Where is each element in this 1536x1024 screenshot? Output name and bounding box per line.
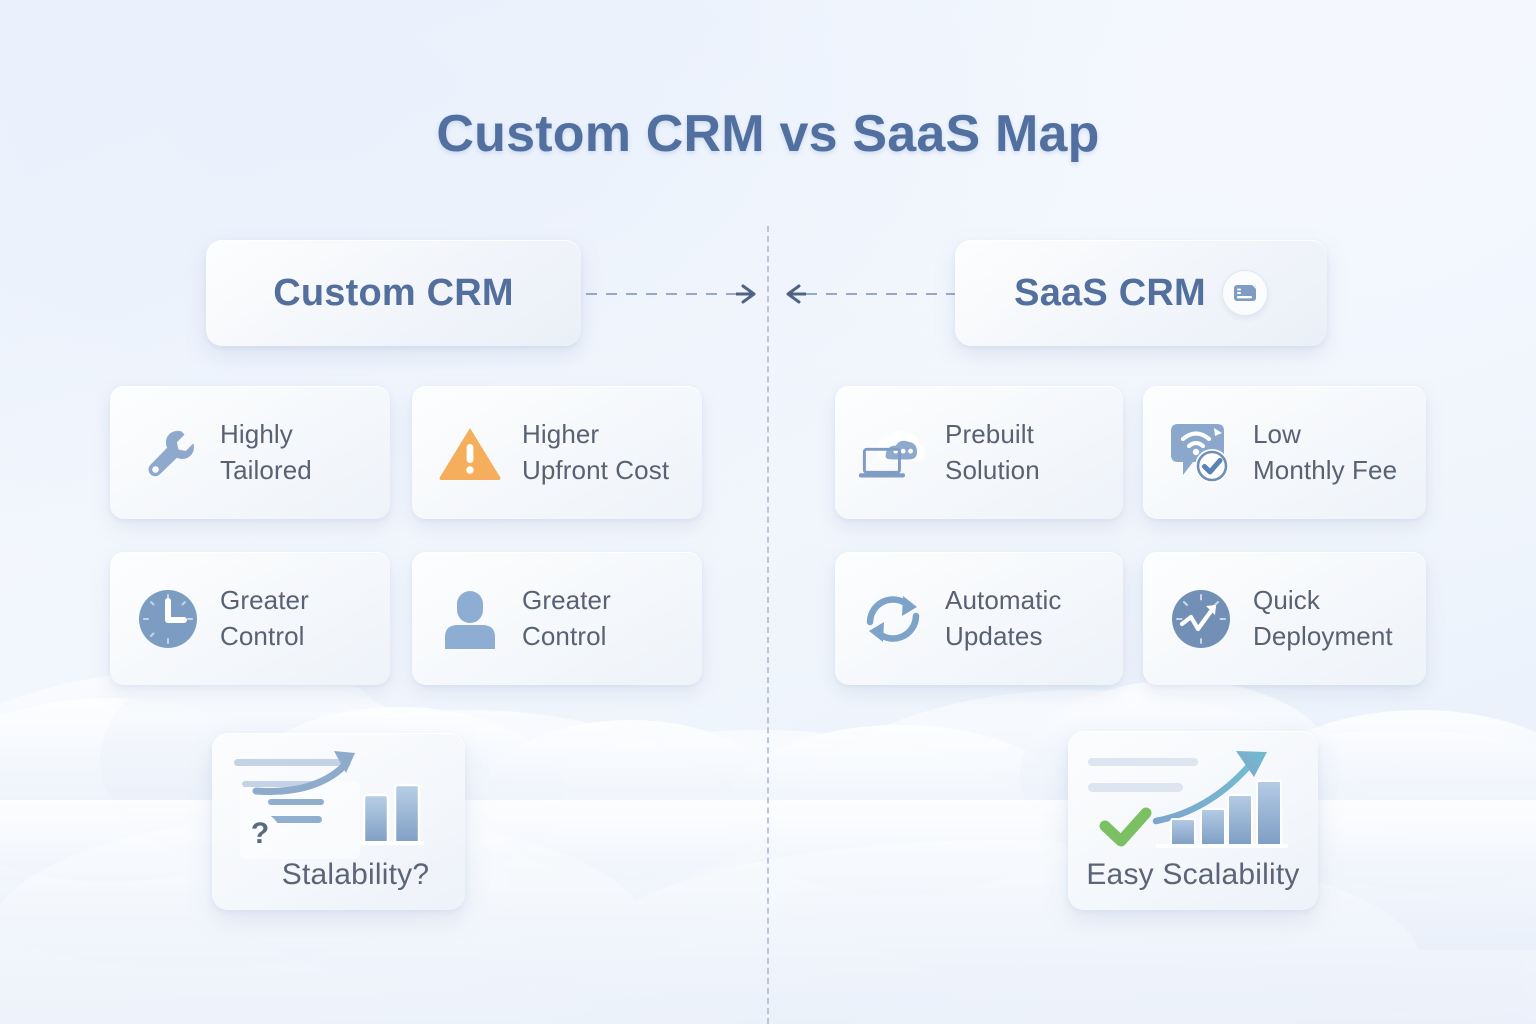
page-title: Custom CRM vs SaaS Map (436, 105, 1100, 163)
feature-card-automatic-updates[interactable]: Automatic Updates (835, 552, 1123, 685)
bar-chart-up-icon-right (1088, 751, 1288, 848)
sync-arrows-icon (857, 583, 929, 655)
clock-icon (132, 583, 204, 655)
feature-card-greater-control-clock[interactable]: Greater Control (110, 552, 390, 685)
bar-chart-up-icon-left: ? (234, 751, 424, 859)
card-window-icon (1221, 270, 1268, 316)
speed-trend-icon (1165, 583, 1237, 655)
feature-card-low-monthly-fee[interactable]: Low Monthly Fee (1143, 386, 1426, 519)
connector-arrow-right (586, 284, 756, 304)
header-card-saas-crm[interactable]: SaaS CRM (955, 240, 1327, 346)
scalability-label-custom: Stalability? (281, 858, 430, 891)
feature-label-highly-tailored: Highly Tailored (220, 418, 312, 485)
header-label-custom-crm: Custom CRM (273, 271, 514, 314)
feature-card-highly-tailored[interactable]: Highly Tailored (110, 386, 390, 519)
feature-label-greater-control-user: Greater Control (522, 584, 611, 651)
feature-label-greater-control-clock: Greater Control (220, 584, 309, 651)
feature-card-greater-control-user[interactable]: Greater Control (412, 552, 702, 685)
wrench-icon (132, 417, 204, 489)
scalability-card-saas[interactable]: Easy Scalability (1068, 731, 1318, 910)
feature-label-higher-upfront-cost: Higher Upfront Cost (522, 418, 670, 485)
feature-label-prebuilt-solution: Prebuilt Solution (945, 418, 1040, 485)
cloud-laptop-icon (857, 417, 929, 489)
header-label-saas-crm: SaaS CRM (1014, 271, 1206, 314)
scalability-card-custom[interactable]: ? Stalability? (212, 733, 465, 910)
header-card-custom-crm[interactable]: Custom CRM (206, 240, 581, 346)
feature-card-prebuilt-solution[interactable]: Prebuilt Solution (835, 386, 1123, 519)
connector-arrow-left (786, 284, 956, 304)
feature-card-higher-upfront-cost[interactable]: Higher Upfront Cost (412, 386, 702, 519)
feature-label-automatic-updates: Automatic Updates (945, 584, 1062, 651)
warning-triangle-icon (434, 417, 506, 489)
center-divider (767, 226, 769, 1024)
scalability-label-saas: Easy Scalability (1086, 858, 1300, 891)
feature-label-quick-deployment: Quick Deployment (1253, 584, 1393, 651)
feature-label-low-monthly-fee: Low Monthly Fee (1253, 418, 1398, 485)
svg-text:?: ? (251, 817, 269, 850)
user-icon (434, 583, 506, 655)
feature-card-quick-deployment[interactable]: Quick Deployment (1143, 552, 1426, 685)
wifi-check-icon (1165, 417, 1237, 489)
